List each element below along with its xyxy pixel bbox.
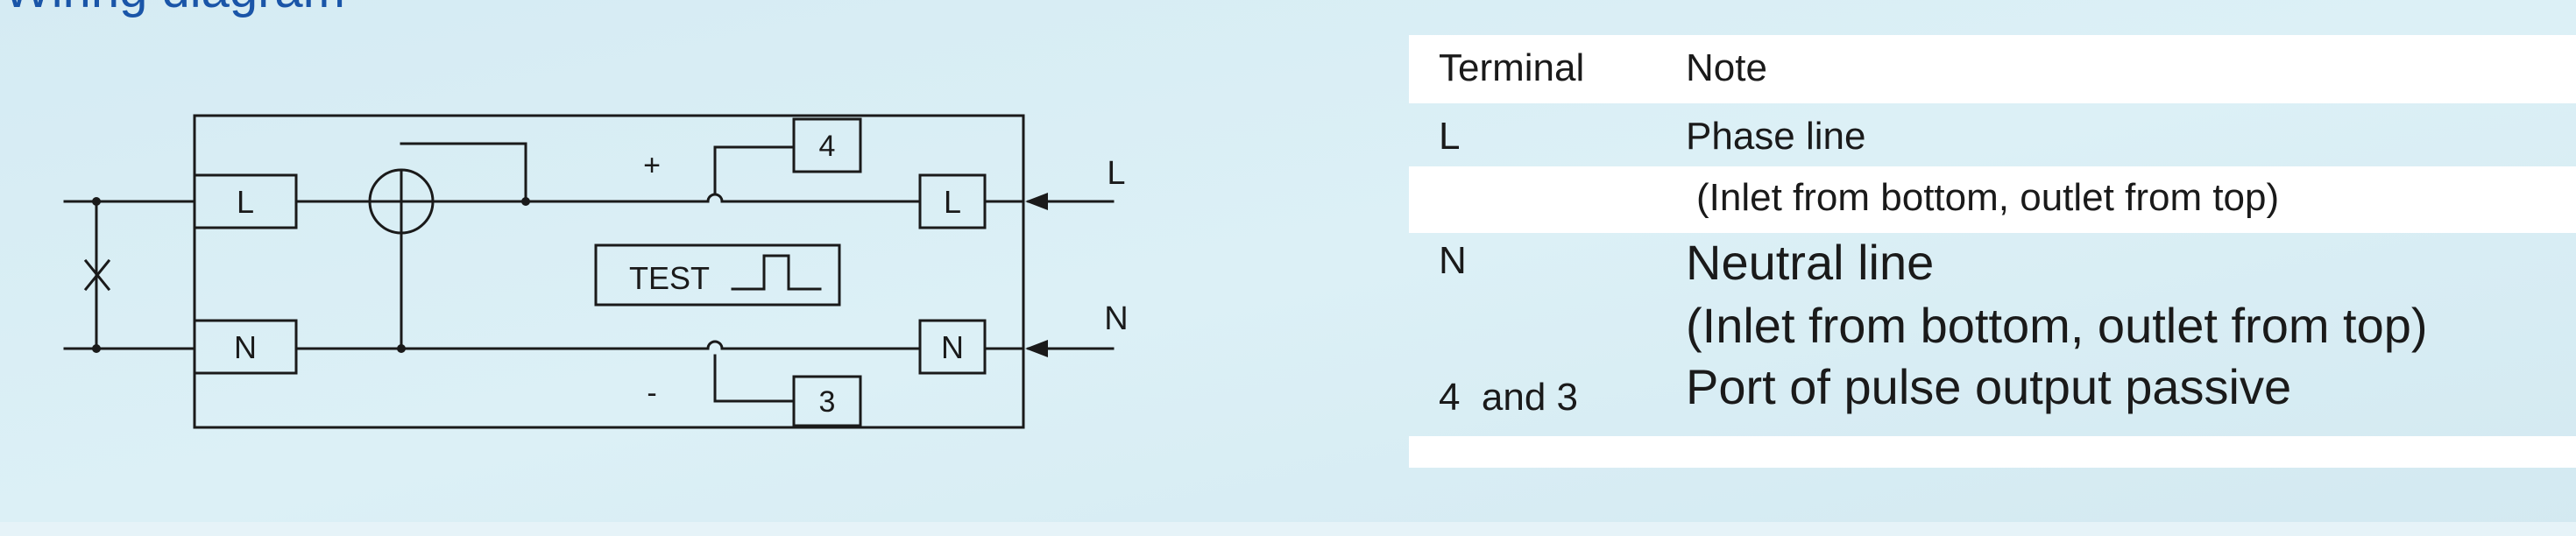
line-L-label: L: [1107, 155, 1125, 192]
terminal-cell: L: [1439, 115, 1461, 158]
note-cell: Port of pulse output passive: [1686, 359, 2292, 414]
table-header-note: Note: [1686, 46, 1767, 89]
note-cell: (Inlet from bottom, outlet from top): [1696, 176, 2280, 219]
table-row: (Inlet from bottom, outlet from top): [1409, 166, 2576, 233]
wiring-diagram: L N L N 4 3 + - TEST L N: [63, 114, 1129, 429]
terminal-cell: N: [1439, 239, 1467, 282]
note-cell: Phase line: [1686, 115, 1866, 158]
table-header-terminal: Terminal: [1439, 46, 1585, 89]
right-terminal-N-box: [918, 319, 987, 375]
polarity-minus-label: -: [647, 377, 656, 410]
note-cell: Neutral line: [1686, 235, 1935, 290]
right-terminal-L-label: L: [944, 184, 961, 220]
terminal-cell: 4 and 3: [1439, 376, 1579, 419]
table-row: L Phase line: [1409, 103, 2576, 166]
arrow-left-icon: [1025, 193, 1048, 210]
pulse-wave-icon: [731, 254, 822, 291]
port-4-label: 4: [819, 130, 836, 163]
line-N-label: N: [1104, 300, 1128, 337]
table-row: 4 and 3 Port of pulse output passive: [1409, 359, 2576, 436]
table-row: N Neutral line: [1409, 233, 2576, 296]
left-terminal-L-box: [193, 173, 298, 229]
port-3-label: 3: [819, 385, 836, 419]
right-terminal-N-label: N: [941, 329, 964, 365]
note-cell: (Inlet from bottom, outlet from top): [1686, 298, 2428, 353]
port-4-box: [792, 117, 862, 173]
load-cross-icon: [83, 258, 111, 292]
table-footer-band: [1409, 436, 2576, 468]
terminal-table: Terminal Note L Phase line (Inlet from b…: [1409, 35, 2576, 468]
port-3-box: [792, 375, 862, 427]
table-row: (Inlet from bottom, outlet from top): [1409, 296, 2576, 359]
right-terminal-L-box: [918, 173, 987, 229]
left-terminal-N-box: [193, 319, 298, 375]
left-terminal-N-label: N: [234, 329, 257, 365]
test-button-box: [594, 243, 841, 307]
table-header-row: Terminal Note: [1409, 35, 2576, 103]
arrow-left-icon: [1025, 340, 1048, 357]
polarity-plus-label: +: [643, 149, 661, 182]
page-heading: Wiring diagram: [4, 0, 345, 16]
test-label: TEST: [629, 260, 710, 296]
left-terminal-L-label: L: [237, 184, 254, 220]
meter-housing: [193, 114, 1025, 429]
